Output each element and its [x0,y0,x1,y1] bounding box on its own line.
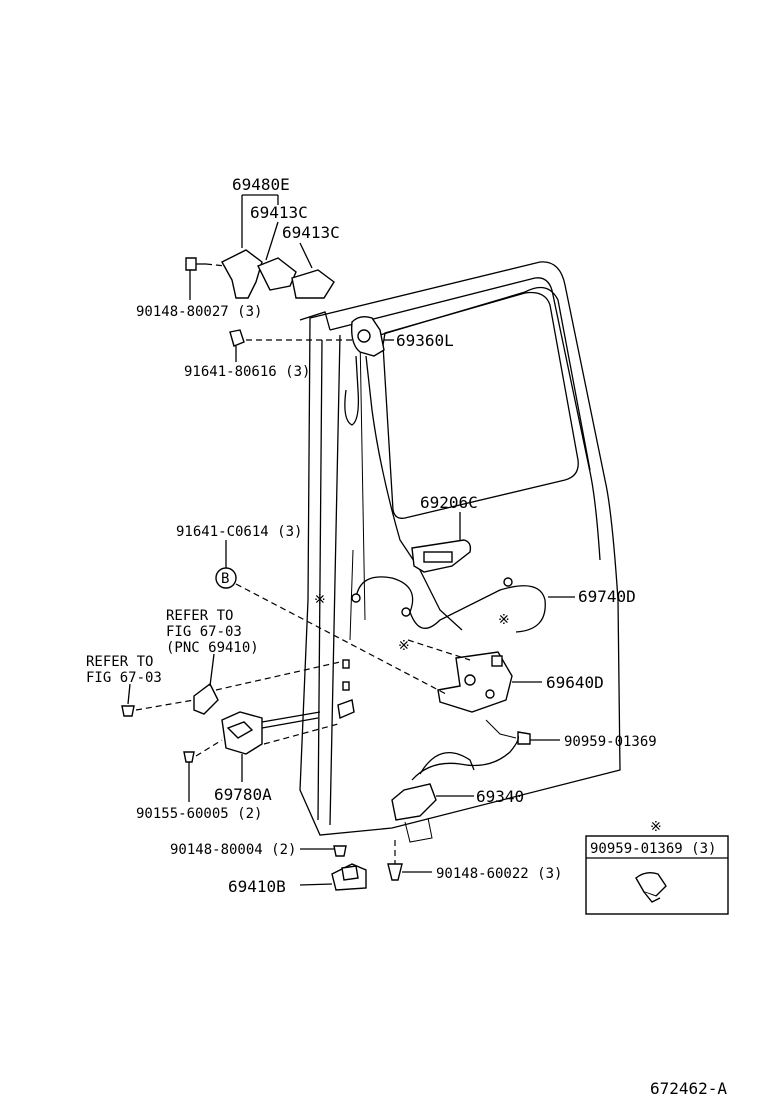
label-90148-80027: 90148-80027 (3) [136,304,262,320]
label-refer-1-a: REFER TO [166,608,233,624]
label-91641-C0614: 91641-C0614 (3) [176,524,302,540]
label-refer-2-b: FIG 67-03 [86,670,162,686]
mark-1: ※ [314,592,326,608]
legend-mark: ※ [650,819,662,835]
label-69410B: 69410B [228,877,286,896]
figure-number: 672462-A [650,1079,727,1098]
label-69206C: 69206C [420,493,478,512]
part-69740D-cable [351,576,575,633]
lever-bracket-group [185,194,354,362]
part-69206C [411,512,472,631]
refer-parts [121,653,341,717]
part-69340 [391,735,519,843]
legend-part-label: 90959-01369 (3) [590,841,716,857]
label-90148-60022: 90148-60022 (3) [436,866,562,882]
label-69480E: 69480E [232,175,290,194]
mark-2: ※ [398,638,410,654]
part-69410B [299,840,432,891]
label-90155-60005: 90155-60005 (2) [136,806,262,822]
label-69740D: 69740D [578,587,636,606]
label-refer-1-c: (PNC 69410) [166,640,259,656]
part-90959-01369 [485,719,560,745]
label-69780A: 69780A [214,785,272,804]
label-91641-80616: 91641-80616 (3) [184,364,310,380]
label-69413C-a: 69413C [250,203,308,222]
legend-box [585,835,729,915]
clip-b-marker [215,540,447,695]
part-69360L [344,315,421,571]
mark-3: ※ [498,612,510,628]
label-90959-01369: 90959-01369 [564,734,657,750]
label-90148-80004: 90148-80004 (2) [170,842,296,858]
label-69340: 69340 [476,787,524,806]
label-refer-2-a: REFER TO [86,654,153,670]
part-69780A [183,711,339,802]
rear-door-panel [299,261,621,836]
label-B: B [221,571,229,587]
label-refer-1-b: FIG 67-03 [166,624,242,640]
label-69640D: 69640D [546,673,604,692]
label-69360L: 69360L [396,331,454,350]
label-69413C-b: 69413C [282,223,340,242]
part-69640D [407,639,542,713]
